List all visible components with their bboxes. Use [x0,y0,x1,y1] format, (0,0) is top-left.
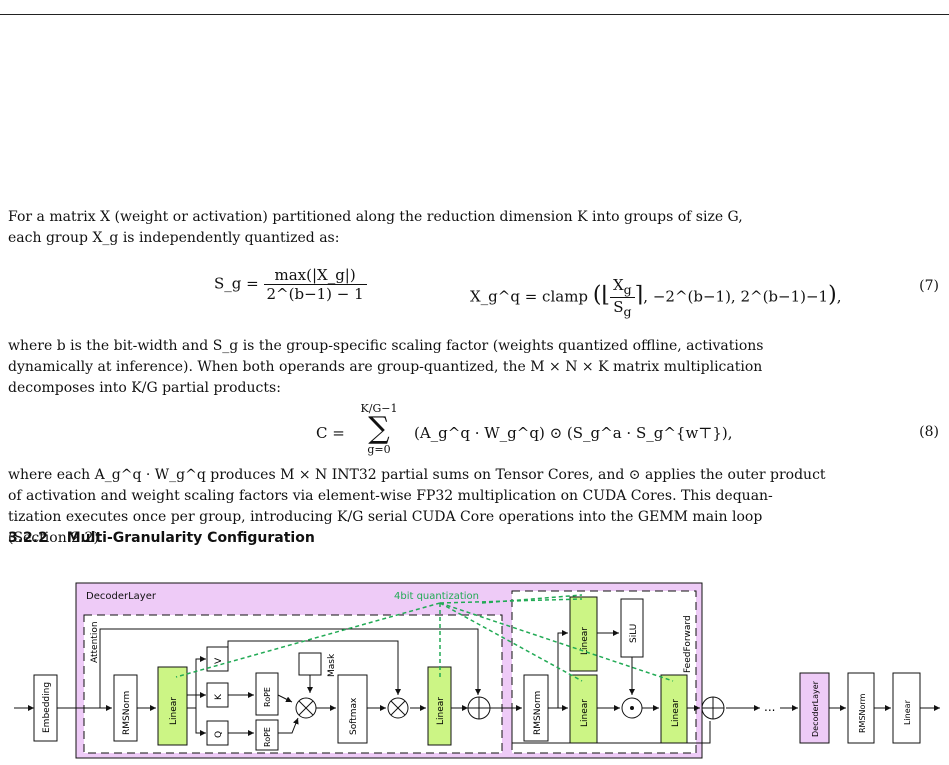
rmsnorm-attention-block [113,674,138,742]
linear-gate-label: Linear [580,627,590,655]
linear-qkv-label: Linear [169,697,179,725]
linear-qkv-block [157,666,188,746]
rmsnorm-final-block [847,672,875,744]
eq8-label: (8) [919,424,939,440]
linear-up-label: Linear [580,699,590,727]
section-title: Multi-Granularity Configuration [66,530,315,546]
mask-label: Mask [327,653,337,677]
decoder-layer-repeat-block [799,672,830,744]
paragraph-partial-sums: where each A_g^q · W_g^q produces M × N … [8,465,938,549]
eq7-quant-args: −2^(b−1), 2^(b−1)−1 [652,287,829,306]
linear-down-block [660,674,688,744]
text-line: decomposes into K/G partial products: [8,380,281,396]
text-line: (Section 2.2). [8,530,104,546]
eq7-quant-lhs: X_g^q = clamp [470,287,589,306]
mask-block [298,652,322,676]
attention-label: Attention [90,621,100,663]
silu-label: SiLU [629,624,639,643]
paragraph-intro: For a matrix X (weight or activation) pa… [8,207,938,249]
k-label: K [214,693,224,700]
linear-output-label: Linear [436,697,446,725]
feedforward-label: FeedForward [683,615,693,673]
rope-k-block [255,672,279,716]
text-line: each group X_g is independently quantize… [8,230,340,246]
sum-sign-icon: ∑ [368,411,390,446]
linear-down-label: Linear [671,699,681,727]
rope-q-label: RoPE [263,727,272,747]
eq7-scale-fraction: max(|X_g|) 2^(b−1) − 1 [263,266,367,303]
architecture-figure: DecoderLayer Attention FeedForward Embed… [14,582,940,759]
softmax-block [337,674,368,744]
q-label: Q [214,731,224,738]
embedding-label: Embedding [42,682,52,733]
eq8-sum-bottom: g=0 [367,443,391,456]
section-heading: 3.2.2 Multi-Granularity Configuration [8,530,315,546]
eq7-scale-numerator: max(|X_g|) [263,266,367,285]
text-line: where each A_g^q · W_g^q produces M × N … [8,467,826,483]
decoder-layer-repeat-label: DecoderLayer [811,680,820,737]
v-label: V [214,657,224,664]
quantization-links [175,594,674,682]
decoder-layer-label: DecoderLayer [86,591,157,602]
eq7-scale-denominator: 2^(b−1) − 1 [266,285,364,303]
quantization-label: 4bit quantization [394,591,479,602]
rmsnorm-ffn-label: RMSNorm [533,691,543,735]
text-line: For a matrix X (weight or activation) pa… [8,209,743,225]
page-top-rule [0,14,949,15]
text-line: dynamically at inference). When both ope… [8,359,763,375]
rope-k-label: RoPE [263,687,272,707]
rmsnorm-ffn-block [523,674,549,742]
softmax-label: Softmax [349,697,359,735]
eq8-lhs: C = [316,424,345,442]
linear-final-label: Linear [903,699,912,725]
rmsnorm-final-label: RMSNorm [858,693,867,733]
eq8-sum-top: K/G−1 [360,402,398,415]
text-line: where b is the bit-width and S_g is the … [8,338,764,354]
paragraph-bitwidth: where b is the bit-width and S_g is the … [8,336,938,399]
embedding-block [33,674,58,742]
linear-up-block [569,674,598,744]
eq8-body: (A_g^q · W_g^q) ⊙ (S_g^a · S_g^{w⊤}), [414,424,733,442]
text-line: tization executes once per group, introd… [8,509,763,525]
layers-ellipsis: ... [764,700,775,714]
text-line: of activation and weight scaling factors… [8,488,773,504]
eq7-scale-lhs: S_g = [214,274,259,293]
eq7-label: (7) [919,278,939,294]
linear-gate-block [569,596,598,672]
rmsnorm-attention-label: RMSNorm [122,691,132,735]
section-number: 3.2.2 [8,530,48,546]
rope-q-block [255,719,279,751]
linear-final-block [892,672,921,744]
